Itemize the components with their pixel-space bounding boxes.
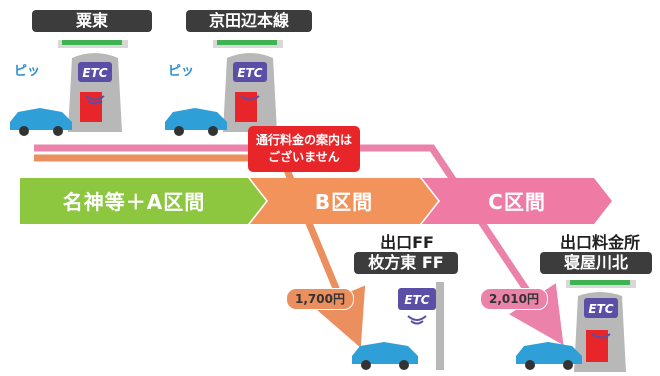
exit-ff-line1: 出口FF (380, 233, 434, 252)
etc-icon: ETC (82, 66, 107, 80)
etc-icon: ETC (588, 302, 613, 316)
exit-gate-line1: 出口料金所 (559, 233, 640, 252)
segment-a-label: 名神等＋A区間 (62, 190, 206, 214)
car-icon-exit-c (516, 342, 582, 370)
car-icon-exit-b (352, 342, 418, 370)
car-icon-gate-1 (10, 108, 72, 136)
notice-line-2: ございません (268, 150, 340, 164)
toll-gate-neyagawakita: ETC (566, 280, 636, 372)
etc-icon: ETC (237, 66, 262, 80)
segment-b-band (250, 178, 438, 224)
beep-text-2: ピッ (168, 64, 195, 79)
beep-text-1: ピッ (14, 64, 41, 79)
fare-notice-box: 通行料金の案内は ございません (248, 126, 360, 172)
fare-pill-b: 1,700円 (286, 288, 354, 310)
toll-gate-kurito: ETC (58, 40, 128, 132)
etc-icon: ETC (404, 293, 429, 307)
exit-gate-line2: 寝屋川北 (540, 252, 652, 274)
exit-ff-line2: 枚方東 FF (354, 252, 458, 274)
route-line-c (34, 144, 564, 346)
gate-label-kurito: 粟東 (32, 10, 152, 32)
segment-c-label: C区間 (488, 190, 546, 214)
segment-a-band (20, 178, 266, 224)
segment-c-band (422, 178, 612, 224)
segment-b-label: B区間 (314, 190, 374, 214)
notice-line-1: 通行料金の案内は (255, 133, 352, 147)
gate-label-kyotanabe: 京田辺本線 (186, 10, 312, 32)
car-icon-gate-2 (165, 108, 227, 136)
fare-pill-c: 2,010円 (480, 288, 548, 310)
toll-gate-kyotanabe: ETC (213, 40, 283, 132)
ff-etc-antenna: ETC (398, 282, 444, 370)
